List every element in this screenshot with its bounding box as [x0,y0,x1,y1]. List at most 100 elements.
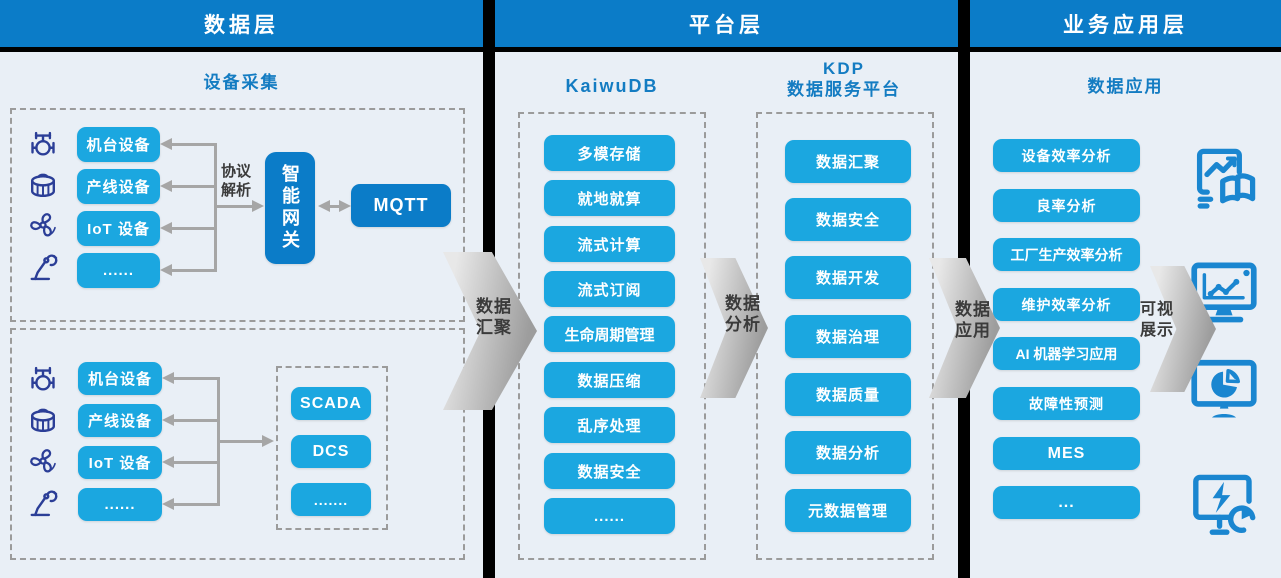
device-box: ...... [77,253,160,288]
kaiwudb-item: ...... [544,498,675,534]
kdp-title-line1: KDP [823,59,865,78]
arrowhead-left [160,264,172,276]
kdp-item: 数据分析 [785,431,911,474]
flow-label-line1: 数据 [476,297,512,316]
fan-icon [25,443,61,479]
flow-label-line2: 应用 [955,321,991,340]
kdp-item: 数据安全 [785,198,911,241]
smart-gateway-box: 智能网关 [265,152,315,264]
connector-line [171,227,215,230]
flow-label-line1: 可视 [1139,301,1174,318]
smart-gateway-label: 智能网关 [280,164,300,252]
kaiwudb-item: 生命周期管理 [544,316,675,352]
kaiwudb-title: KaiwuDB [565,76,659,96]
device-box: 产线设备 [78,404,162,437]
arrowhead-left [160,222,172,234]
device-box: IoT 设备 [78,446,162,479]
arrowhead-right [252,200,264,212]
valve-icon [25,126,61,162]
connector-line [173,503,217,506]
connector-line [220,440,262,443]
protocol-parse-line2: 解析 [221,182,252,199]
system-box: DCS [291,435,371,468]
kdp-item: 元数据管理 [785,489,911,532]
flow-label-line2: 展示 [1139,322,1174,339]
connector-line [214,143,217,272]
arrowhead-right [262,435,274,447]
fan-icon [25,207,61,243]
device-collection-title: 设备采集 [203,73,280,92]
connector-line [217,205,253,208]
flow-label-line1: 数据 [955,300,991,319]
device-box: 机台设备 [77,127,160,162]
robot-arm-icon [25,248,61,284]
rotary-machine-icon [25,167,61,203]
system-box: SCADA [291,387,371,420]
connector-line [171,185,215,188]
system-box: ....... [291,483,371,516]
connector-line [171,143,215,146]
monitor-energy-gauge-icon [1186,466,1262,542]
arrowhead-right [339,200,351,212]
flow-label-data-aggregation: 数据 汇聚 [468,296,520,338]
kaiwudb-item: 乱序处理 [544,407,675,443]
kdp-item: 数据开发 [785,256,911,299]
protocol-parse-label: 协议 解析 [221,162,265,200]
rotary-machine-icon [25,402,61,438]
application-item: 工厂生产效率分析 [993,238,1140,271]
kaiwudb-item: 数据安全 [544,453,675,489]
flow-label-data-analysis: 数据 分析 [717,293,769,335]
kdp-item: 数据治理 [785,315,911,358]
kdp-title: KDP 数据服务平台 [754,58,934,100]
kdp-item: 数据汇聚 [785,140,911,183]
application-item: 维护效率分析 [993,288,1140,321]
data-application-title: 数据应用 [1087,77,1164,96]
flow-label-visual-display: 可视 展示 [1133,299,1181,341]
device-group-top-frame [10,108,465,322]
connector-line [173,377,217,380]
kaiwudb-item: 流式计算 [544,226,675,262]
arrowhead-left [160,138,172,150]
connector-line [171,269,215,272]
application-item: 故障性预测 [993,387,1140,420]
kdp-title-line2: 数据服务平台 [787,80,901,99]
arrowhead-left [162,414,174,426]
connector-line [217,377,220,506]
device-box: IoT 设备 [77,211,160,246]
application-item: MES [993,437,1140,470]
flow-label-line2: 汇聚 [476,318,512,337]
kaiwudb-item: 就地就算 [544,180,675,216]
data-layer-column: 数据层 [0,0,483,578]
protocol-parse-line1: 协议 [221,163,252,180]
flow-label-data-application: 数据 应用 [947,299,999,341]
arrowhead-left [162,372,174,384]
connector-line [173,461,217,464]
scada-dcs-frame [276,366,388,530]
application-item: ... [993,486,1140,519]
report-analytics-icon [1186,140,1260,214]
platform-layer-header: 平台层 [495,0,958,52]
arrowhead-left [162,456,174,468]
application-layer-header: 业务应用层 [970,0,1281,52]
device-box: 产线设备 [77,169,160,204]
connector-line [329,205,340,208]
device-box: ...... [78,488,162,521]
connector-line [173,419,217,422]
arrowhead-left [318,200,330,212]
device-box: 机台设备 [78,362,162,395]
kaiwudb-item: 流式订阅 [544,271,675,307]
kdp-item: 数据质量 [785,373,911,416]
application-item: AI 机器学习应用 [993,337,1140,370]
application-item: 设备效率分析 [993,139,1140,172]
flow-label-line2: 分析 [725,315,761,334]
application-item: 良率分析 [993,189,1140,222]
valve-icon [25,361,61,397]
kaiwudb-item: 数据压缩 [544,362,675,398]
robot-arm-icon [25,484,61,520]
kaiwudb-item: 多模存储 [544,135,675,171]
arrowhead-left [162,498,174,510]
mqtt-box: MQTT [351,184,451,227]
data-layer-header: 数据层 [0,0,483,52]
device-group-bottom-frame [10,328,465,560]
